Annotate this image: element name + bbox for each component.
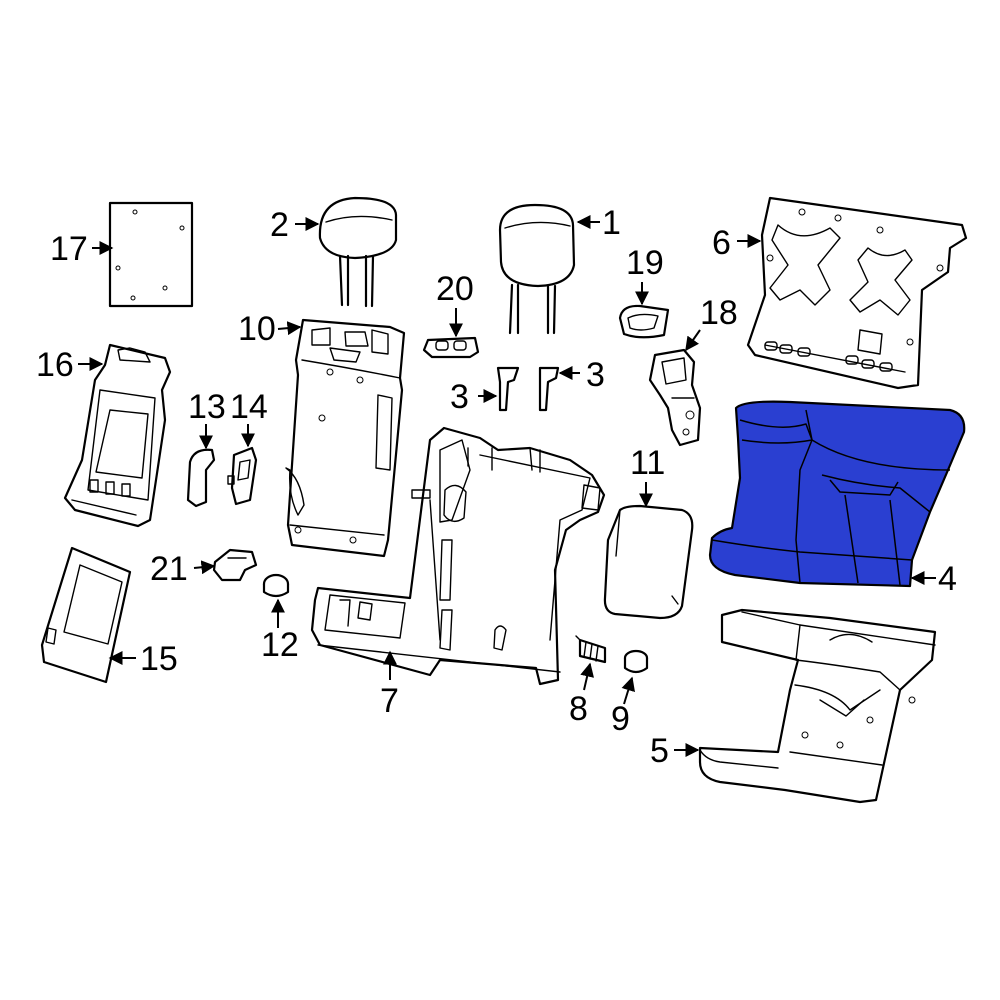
callout-10: 10 [238,310,276,348]
callout-11: 11 [630,444,665,482]
part-3-pin-right [538,366,560,412]
callout-16: 16 [36,346,74,384]
part-11-cover [603,504,694,620]
part-19-bezel [618,304,670,339]
callout-15: 15 [140,640,178,678]
part-2-headrest [318,196,398,308]
callout-12: 12 [261,626,299,664]
callout-3-right: 3 [586,356,605,394]
part-8-spring [575,635,607,664]
part-16-frame [63,343,172,528]
callout-20: 20 [436,270,474,308]
part-4-seat-cushion-highlighted [708,400,966,588]
leader-lines [78,215,936,757]
part-3-pin-left [496,366,520,412]
part-5-seat-frame [698,608,937,804]
callout-17: 17 [50,230,88,268]
callout-13: 13 [188,388,226,426]
part-18-latch [648,348,702,447]
part-14-trim [227,446,258,506]
part-1-headrest [498,203,576,335]
callout-3-left: 3 [450,378,469,416]
part-15-panel [40,546,132,684]
part-7-seat-frame [310,426,606,686]
part-9-bushing [623,649,649,674]
callout-5: 5 [650,732,669,770]
callout-14: 14 [230,388,268,426]
callout-7: 7 [380,682,399,720]
callout-4: 4 [938,560,957,598]
callout-6: 6 [712,224,731,262]
callout-labels: 1 2 3 3 4 5 6 7 8 9 10 11 12 13 14 15 16… [36,204,957,770]
callout-9: 9 [611,700,630,738]
callout-21: 21 [150,550,188,588]
part-10-seatback-frame [285,318,406,558]
part-17-label-card [108,201,194,308]
callout-2: 2 [270,206,289,244]
part-12-bushing [262,573,290,598]
part-13-trim [186,448,216,508]
part-6-back-panel [746,196,968,390]
callout-19: 19 [626,244,664,282]
callout-1: 1 [602,204,621,242]
callout-8: 8 [569,690,588,728]
part-20-switch-bezel [422,336,480,359]
callout-18: 18 [700,294,738,332]
part-21-bracket [212,548,258,582]
